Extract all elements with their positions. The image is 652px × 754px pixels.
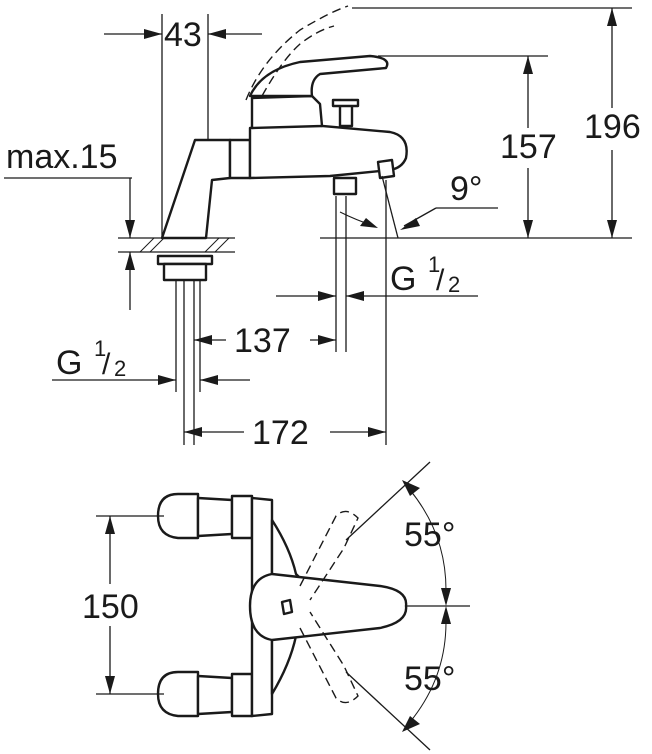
cartridge-cap (250, 94, 324, 130)
mixer-base (160, 138, 232, 240)
svg-text:/: / (436, 264, 445, 297)
dim-196-arrow-bottom (607, 220, 617, 238)
lever-ghost-lower (299, 611, 359, 704)
lever-raised-outline (245, 5, 349, 101)
shower-outlet (332, 176, 358, 196)
upper-inlet-nut (196, 496, 234, 538)
angle-guide-lower (345, 671, 431, 751)
angle-9-label: 9° (450, 170, 483, 208)
thread-inlet-arrow-right (200, 375, 218, 385)
upper-inlet-hex (230, 494, 254, 540)
angle-upper-arrow-top (402, 480, 420, 496)
diverter-cap (331, 98, 360, 108)
dim-max15-arrow-top (125, 220, 135, 238)
inlet-nut (228, 138, 252, 180)
dim-137-arrow-left (194, 335, 212, 345)
svg-text:1: 1 (428, 252, 440, 277)
angle-upper-label: 55° (404, 516, 455, 554)
lower-inlet-hex (230, 672, 254, 718)
diverter-knob (338, 102, 354, 128)
dim-172-label: 172 (252, 414, 309, 452)
top-view: 55° 55° 150 (82, 461, 470, 751)
thread-outlet-arrow-right (346, 291, 364, 301)
dim-196-label: 196 (584, 108, 641, 146)
svg-text:G: G (390, 260, 416, 298)
dim-43-arrow-right (208, 29, 226, 39)
angle-lower-arc (409, 621, 447, 723)
thread-inlet-label: G 1 / 2 (56, 336, 126, 382)
angle-upper-arc (409, 489, 447, 591)
angle-lower-label: 55° (404, 660, 455, 698)
dim-max15-arrow-bottom (125, 252, 135, 270)
dim-172-arrow-left (184, 427, 202, 437)
thread-inlet-arrow-left (158, 375, 176, 385)
svg-text:1: 1 (94, 336, 106, 361)
top-lever-grip (280, 598, 294, 616)
thread-outlet-arrow-left (318, 291, 336, 301)
dim-157-label: 157 (500, 128, 557, 166)
thread-outlet-label: G 1 / 2 (390, 252, 460, 298)
dim-157-arrow-top (523, 56, 533, 74)
dim-150-arrow-top (105, 516, 115, 534)
dim-157-arrow-bottom (523, 220, 533, 238)
dim-196-arrow-top (607, 8, 617, 26)
dim-137-arrow-right (318, 335, 336, 345)
dim-150-arrow-bottom (105, 676, 115, 694)
angle-9-spout-line (381, 175, 399, 239)
lever-ghost-upper (299, 510, 359, 601)
svg-text:2: 2 (114, 356, 126, 381)
mount-nut-2 (162, 262, 208, 282)
dim-150-label: 150 (82, 588, 139, 626)
deck-hatch (118, 237, 235, 253)
angle-9-arrow-left (360, 218, 378, 228)
svg-text:/: / (102, 348, 111, 381)
angle-lower-arrow-top (441, 606, 451, 624)
upper-inlet-cap (156, 492, 200, 540)
dim-43-arrow-left (144, 29, 162, 39)
top-lever (248, 572, 408, 642)
dim-137-label: 137 (234, 322, 291, 360)
angle-upper-arrow-bottom (441, 588, 451, 606)
mount-nut (156, 254, 214, 266)
angle-lower-arrow-bottom (402, 716, 420, 732)
svg-text:G: G (56, 344, 82, 382)
angle-guide-upper (345, 461, 431, 541)
lower-inlet-nut (196, 674, 234, 716)
svg-text:2: 2 (448, 272, 460, 297)
lower-inlet-cap (156, 670, 200, 718)
angle-9-arrow-right (400, 218, 420, 230)
spout-tip (376, 158, 396, 180)
side-view: 43 196 157 max.15 9° (4, 5, 641, 452)
dim-172-arrow-right (368, 427, 386, 437)
dim-max15-label: max.15 (6, 138, 118, 176)
dim-43-label: 43 (164, 16, 202, 54)
lever-handle (248, 54, 389, 98)
angle-9-leader (403, 207, 437, 227)
